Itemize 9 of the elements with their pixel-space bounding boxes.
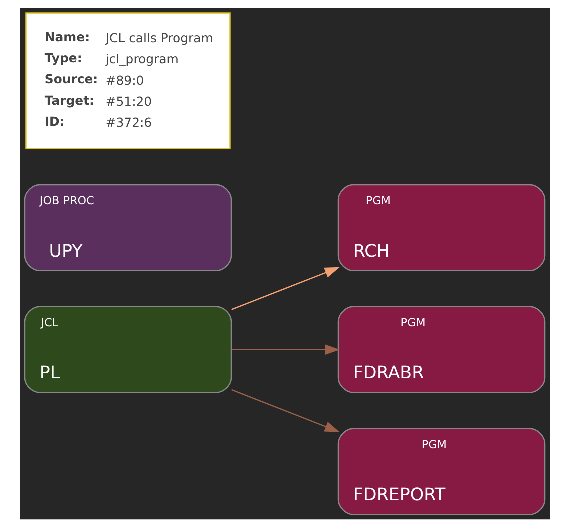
node-box: Name: JCL calls Program Type: jcl_program Source: #89:0 Target: #51:20 ID: #372:6	[26, 12, 231, 150]
arrow	[232, 344, 340, 356]
arrow	[232, 389, 340, 432]
node-box: JOB PROC UPY	[24, 184, 232, 272]
node-box: PGM RCH	[338, 184, 546, 272]
arrow	[232, 267, 340, 310]
node-box: PGM FDREPORT	[338, 428, 546, 516]
node-box: PGM FDRABR	[338, 306, 546, 394]
node-box: JCL PL	[24, 306, 232, 394]
